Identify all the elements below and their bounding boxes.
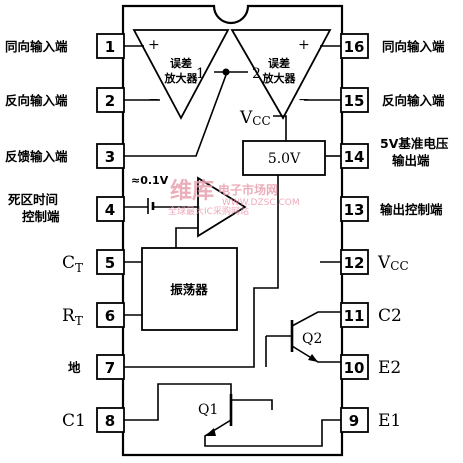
pin-10-box (340, 354, 369, 380)
pin-label-line2: 控制端 (22, 209, 60, 224)
watermark-site: 电子市场网 (218, 182, 278, 197)
plus-sign: + (148, 37, 160, 53)
pin-number: 16 (344, 38, 365, 56)
pin-label: 同向输入端 (382, 39, 445, 54)
amp1-label-line2: 放大器 (164, 71, 199, 85)
amp2-label-line1: 误差 (268, 56, 290, 70)
amp2-number: 2 (252, 66, 261, 82)
pin-label: CT (62, 253, 83, 275)
minus-sign: − (298, 92, 310, 108)
pin-number: 15 (344, 92, 365, 110)
pin-13-box (340, 196, 369, 222)
amplifier-input-wires (124, 45, 341, 157)
pin-label: 地 (68, 360, 81, 375)
pin-label: E1 (378, 411, 401, 431)
amplifier-2-triangle (230, 29, 332, 120)
pin-number: 7 (105, 359, 115, 377)
ic-package-outline (121, 4, 344, 457)
pin-number: 4 (105, 201, 115, 219)
right-pin-labels: 同向输入端 反向输入端 5V基准电压 输出端 输出控制端 VCC C2 E2 E… (377, 39, 449, 431)
pin-number: 8 (105, 412, 115, 430)
pin-number: 11 (344, 307, 365, 325)
dead-time-offset-label: ≈0.1V (131, 174, 169, 187)
watermark-brand: 维库 (170, 178, 214, 204)
pin-8-box (96, 407, 125, 433)
pin-14-box (340, 143, 369, 169)
pin-label: 反馈输入端 (5, 149, 68, 164)
pin-label: E2 (378, 358, 401, 378)
pin-2-box (96, 87, 125, 113)
pin-label-line2: 输出端 (392, 153, 430, 168)
junction-dot (222, 68, 230, 76)
left-pin-numbers: 1 2 3 4 5 6 7 8 (105, 38, 115, 430)
oscillator-label: 振荡器 (170, 282, 208, 297)
pin-3-box (96, 143, 125, 169)
amplifier-1-triangle (132, 29, 230, 120)
pin-label: C2 (378, 306, 402, 326)
reference-regulator-box (242, 140, 326, 176)
pin-label: 输出控制端 (380, 202, 443, 217)
pin-number: 6 (105, 307, 115, 325)
pin-label: 反向输入端 (382, 93, 445, 108)
pin-1-box (96, 33, 125, 59)
pin-5-box (96, 249, 125, 275)
pin-label: RT (62, 306, 83, 328)
pin-number: 13 (344, 201, 365, 219)
plus-sign: + (298, 37, 310, 53)
watermark-slogan: 全球最大IC采购网站 (168, 205, 249, 217)
oscillator-box (141, 247, 238, 331)
pin-4-box (96, 196, 125, 222)
pin-number: 10 (344, 359, 365, 377)
left-pin-labels: 同向输入端 反向输入端 反馈输入端 死区时间 控制端 CT RT 地 C1 (5, 39, 86, 431)
pin-11-box (340, 302, 369, 328)
amp2-label-line2: 放大器 (262, 71, 297, 85)
q2-label: Q2 (302, 331, 322, 347)
pin-label: VCC (377, 253, 409, 273)
watermark-url: WWW.DZSC.COM (222, 198, 300, 208)
pin-number: 14 (344, 148, 365, 166)
reference-voltage-label: 5.0V (268, 151, 301, 167)
pin-number: 5 (105, 254, 115, 272)
pin-number: 3 (105, 148, 115, 166)
q1-label: Q1 (198, 402, 218, 418)
pin-label: 5V基准电压 (380, 136, 449, 151)
pin-number: 12 (344, 254, 365, 272)
right-pin-numbers: 16 15 14 13 12 11 10 9 (344, 38, 365, 430)
pin-number: 1 (105, 38, 115, 56)
transistor-q2: Q2 (265, 311, 341, 367)
error-amplifier-2: + − 误差 放大器 2 (230, 29, 332, 120)
amp1-number: 1 (196, 66, 205, 82)
pin-number: 9 (349, 412, 359, 430)
watermark: 维库 电子市场网 WWW.DZSC.COM 全球最大IC采购网站 (168, 178, 300, 217)
left-pin-boxes (96, 33, 125, 433)
transistor-q1: Q1 (124, 383, 341, 447)
pin-label: C1 (62, 411, 86, 431)
amp1-label-line1: 误差 (170, 56, 192, 70)
pin-label: 死区时间 (7, 192, 58, 207)
pin-label: 同向输入端 (5, 39, 68, 54)
pin-number: 2 (105, 92, 115, 110)
pin-12-box (340, 249, 369, 275)
pin-label: 反向输入端 (5, 93, 68, 108)
